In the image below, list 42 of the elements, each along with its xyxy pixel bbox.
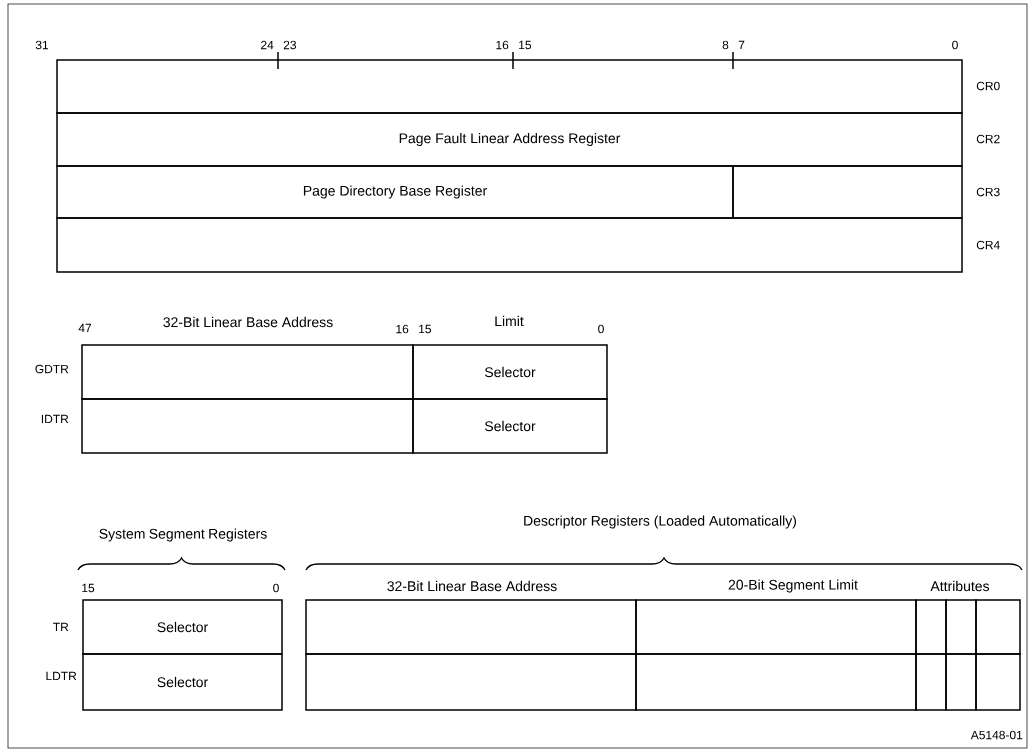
register-name: CR0 (976, 81, 1000, 91)
register-field: Page Directory Base Register (56, 165, 734, 219)
register-field: Selector (82, 599, 283, 655)
register-field (915, 599, 947, 655)
bit-number: 15 (419, 324, 432, 334)
register-name: CR3 (976, 187, 1000, 197)
register-field (56, 217, 963, 273)
register-field: Selector (82, 653, 283, 711)
bit-number: 16 (396, 324, 409, 334)
bit-number: 0 (598, 324, 604, 334)
register-field: Selector (412, 398, 608, 454)
register-field (945, 653, 977, 711)
register-field (915, 653, 947, 711)
register-field (732, 165, 963, 219)
figure-id: A5148-01 (970, 730, 1023, 740)
group-heading: System Segment Registers (99, 528, 267, 542)
bit-number: 0 (273, 583, 279, 593)
bit-number: 31 (35, 40, 49, 50)
field-heading: 32-Bit Linear Base Address (163, 316, 333, 328)
bit-number: 7 (738, 40, 745, 50)
register-name: GDTR (35, 364, 69, 374)
register-field: Selector (412, 344, 608, 400)
register-name: TR (53, 622, 69, 632)
register-field (56, 59, 963, 114)
register-field (635, 599, 917, 655)
field-heading: Limit (495, 315, 524, 327)
register-field (635, 653, 917, 711)
field-heading: Attributes (930, 580, 990, 592)
register-field (975, 599, 1021, 655)
register-field (81, 344, 414, 400)
register-name: IDTR (41, 414, 69, 424)
register-field (975, 653, 1021, 711)
register-name: CR2 (976, 134, 1000, 144)
bit-number: 47 (78, 323, 92, 333)
register-name: CR4 (976, 240, 1000, 250)
register-field (305, 599, 637, 655)
register-field (81, 398, 414, 454)
register-field (305, 653, 637, 711)
register-field (945, 599, 977, 655)
register-field: Page Fault Linear Address Register (56, 112, 963, 167)
group-heading: Descriptor Registers (Loaded Automatically) (524, 515, 797, 529)
register-name: LDTR (46, 671, 77, 681)
